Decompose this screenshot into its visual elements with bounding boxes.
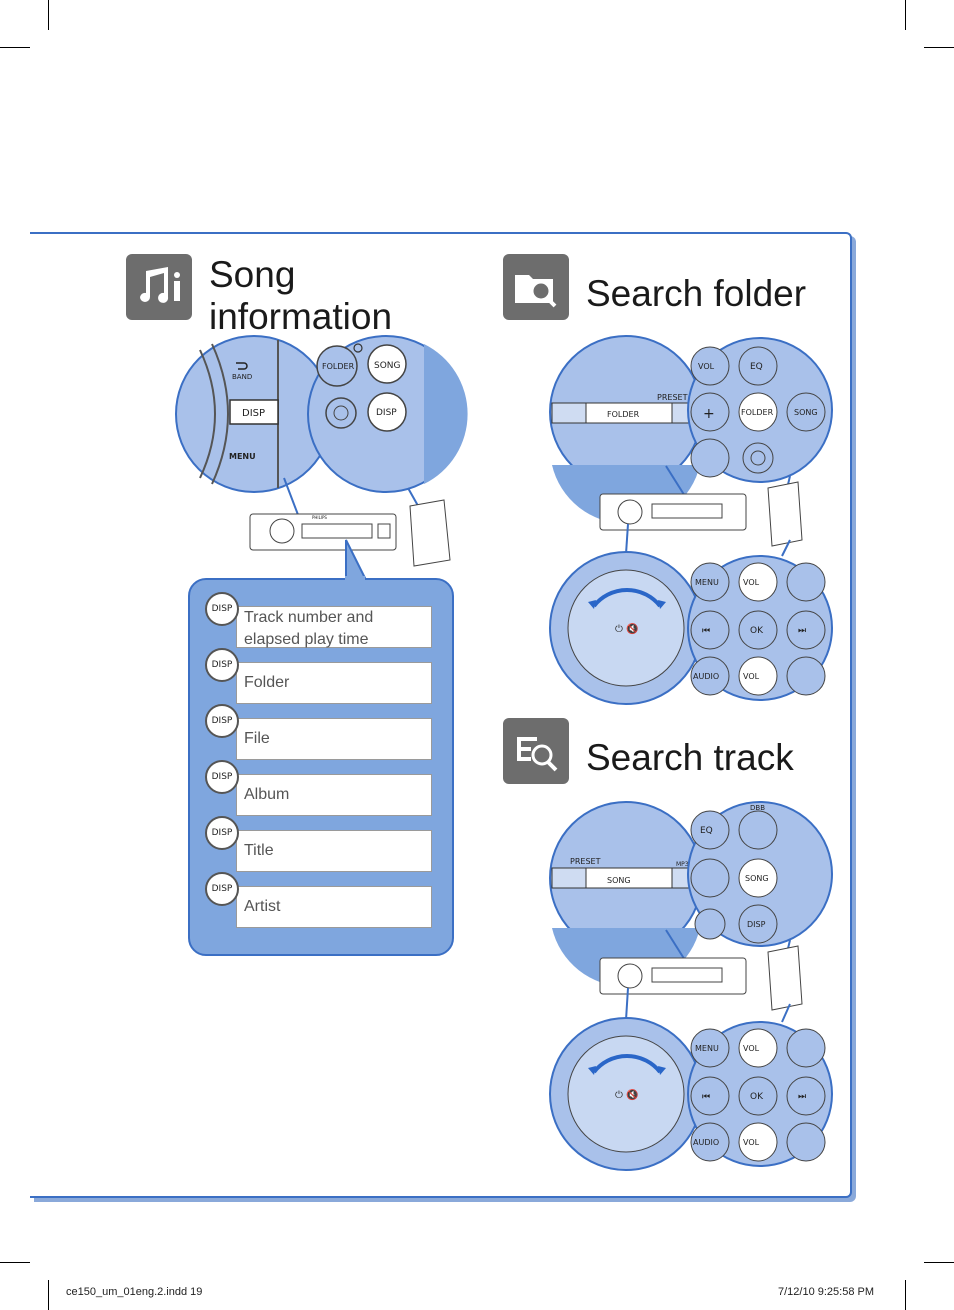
crop-mark [0,47,30,48]
disp-sequence-item: Track number and elapsed play time [236,606,432,648]
disp-sequence-item: File [236,718,432,760]
footer-left: ce150_um_01eng.2.indd 19 [66,1286,203,1298]
disp-sequence-label: elapsed play time [244,631,369,648]
crop-mark [905,1280,906,1310]
music-info-icon [126,254,192,320]
search-folder-icon [503,254,569,320]
crop-mark [48,1280,49,1310]
crop-mark [0,1262,30,1263]
disp-sequence-label: File [244,730,270,747]
disp-sequence-item: Folder [236,662,432,704]
crop-mark [48,0,49,30]
crop-mark [924,1262,954,1263]
footer-right: 7/12/10 9:25:58 PM [778,1286,875,1298]
disp-button-icon: DISP [205,816,239,850]
section-title-search-folder: Search folder [586,273,807,314]
disp-sequence-item: Album [236,774,432,816]
disp-button-icon: DISP [205,592,239,626]
section-title-search-track: Search track [586,737,794,778]
disp-button-icon: DISP [205,648,239,682]
title-line: information [209,296,393,337]
disp-button-icon: DISP [205,872,239,906]
disp-button-icon: DISP [205,760,239,794]
bubble-tail-cover [345,576,365,584]
disp-sequence-label: Artist [244,898,281,915]
crop-mark [924,47,954,48]
disp-sequence-item: Title [236,830,432,872]
disp-sequence-item: Artist [236,886,432,928]
search-track-icon [503,718,569,784]
disp-button-icon: DISP [205,704,239,738]
disp-sequence-label: Track number and [244,609,374,626]
disp-sequence-label: Title [244,842,274,859]
disp-sequence-label: Album [244,786,290,803]
crop-mark [905,0,906,30]
section-title-song-info: Song information [209,254,392,338]
disp-sequence-label: Folder [244,674,290,691]
title-line: Song [209,254,296,295]
